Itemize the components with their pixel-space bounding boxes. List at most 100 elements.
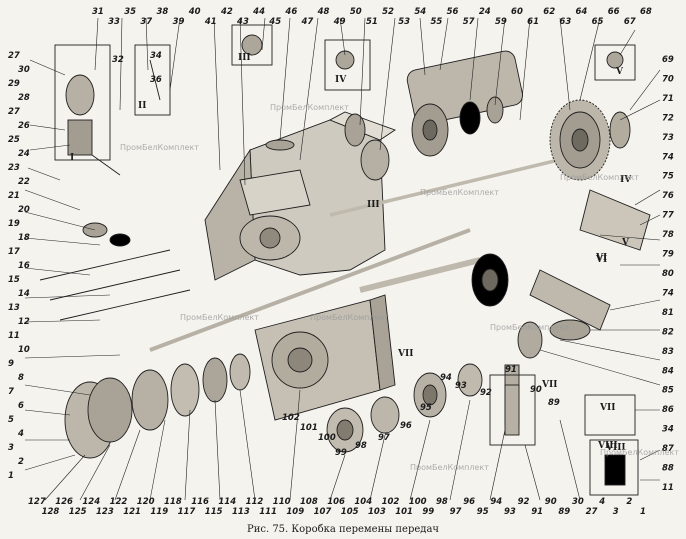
callout-number: 21 [8,191,20,201]
callout-number: 93 [455,381,467,391]
watermark-text: ПромБелКомплект [120,143,199,152]
callout-number: 30 [18,65,30,75]
callout-number: 14 [18,289,30,299]
callout-number: 10 [18,345,30,355]
callout-number: 27 [8,107,20,117]
callout-number: 34 [662,425,674,435]
callout-number: 16 [18,261,30,271]
callout-number: 102 [282,413,300,423]
top-callout-numbers: 3133353738394041424344454647484950515253… [92,7,652,27]
callout-number: 29 [8,79,20,89]
watermark-text: ПромБелКомплект [560,173,639,182]
callout-number: 104 [354,497,372,507]
left-cover-assembly [64,353,251,459]
callout-number: 98 [355,441,367,451]
callout-number: 2 [18,457,24,467]
leader-lines [24,17,661,501]
roman-detail-mark: III [238,53,251,63]
callout-number: 68 [640,7,652,17]
callout-number: 22 [18,177,30,187]
right-callout-numbers: 6970717273747576777879807481828384858634… [662,55,674,493]
callout-number: 40 [188,7,201,17]
callout-number: 38 [156,7,168,17]
callout-number: 51 [366,17,378,27]
callout-number: 90 [545,497,557,507]
roman-detail-mark: VII [541,380,557,390]
callout-number: 1 [8,471,14,481]
left-callout-numbers: 2730292827262524232221201918171615141312… [8,51,30,481]
callout-number: 18 [18,233,30,243]
callout-number: 106 [327,497,345,507]
callout-number: 83 [662,347,674,357]
callout-number: 53 [398,17,410,27]
callout-number: 101 [300,423,318,433]
callout-number: 85 [662,386,674,396]
callout-number: 92 [518,497,530,507]
callout-number: 44 [252,7,265,17]
callout-number: 124 [82,497,100,507]
callout-number: 57 [463,17,475,27]
callout-number: 24 [479,7,491,17]
callout-number: 26 [18,121,30,131]
callout-number: 96 [463,497,475,507]
callout-number: 89 [558,507,570,517]
callout-number: 11 [662,483,674,493]
callout-number: 28 [18,93,30,103]
callout-number: 77 [662,211,674,221]
roman-detail-mark: V [615,67,624,77]
callout-number: 119 [150,507,168,517]
callout-number: 50 [350,7,362,17]
watermark-text: ПромБелКомплект [600,448,679,457]
roman-detail-mark: VIII [605,443,626,453]
right-shaft-assembly [471,189,651,359]
callout-number: 55 [430,17,442,27]
callout-number: 15 [8,275,20,285]
callout-number: 93 [504,507,516,517]
roman-detail-mark: II [138,101,146,111]
callout-number: 12 [18,317,30,327]
callout-number: 80 [662,269,674,279]
callout-number: 84 [662,366,674,376]
callout-number: 99 [422,507,434,517]
roman-detail-mark: IV [620,175,632,185]
watermarks: ПромБелКомплектПромБелКомплектПромБелКом… [120,103,679,472]
watermark-text: ПромБелКомплект [180,313,259,322]
callout-number: 27 [8,51,20,61]
watermark-text: ПромБелКомплект [310,313,389,322]
callout-number: 72 [662,113,674,123]
callout-number: 82 [662,327,674,337]
callout-number: 122 [110,497,128,507]
callout-number: 24 [18,149,30,159]
callout-number: 88 [662,464,674,474]
callout-number: 67 [624,17,636,27]
callout-number: 3 [8,443,14,453]
lower-housing [254,294,396,421]
callout-number: 102 [382,497,400,507]
callout-number: 34 [150,51,162,61]
callout-number: 108 [300,497,318,507]
shift-rods [39,149,191,321]
callout-number: 128 [42,507,60,517]
callout-number: 9 [8,359,14,369]
upper-gear-cluster [344,50,524,181]
callout-number: 65 [592,17,604,27]
callout-number: 32 [112,55,124,65]
callout-number: 94 [440,373,452,383]
callout-number: 87 [662,444,674,454]
callout-number: 46 [284,7,297,17]
callout-number: 23 [8,163,20,173]
callout-number: 25 [8,135,20,145]
callout-number: 107 [314,507,332,517]
callout-number: 43 [236,17,249,27]
callout-number: 95 [420,403,432,413]
callout-number: 37 [140,17,152,27]
callout-number: 81 [662,308,674,318]
callout-number: 97 [378,433,390,443]
callout-number: 91 [505,365,517,375]
callout-number: 91 [531,507,543,517]
callout-number: 41 [204,17,217,27]
callout-number: 110 [273,497,291,507]
